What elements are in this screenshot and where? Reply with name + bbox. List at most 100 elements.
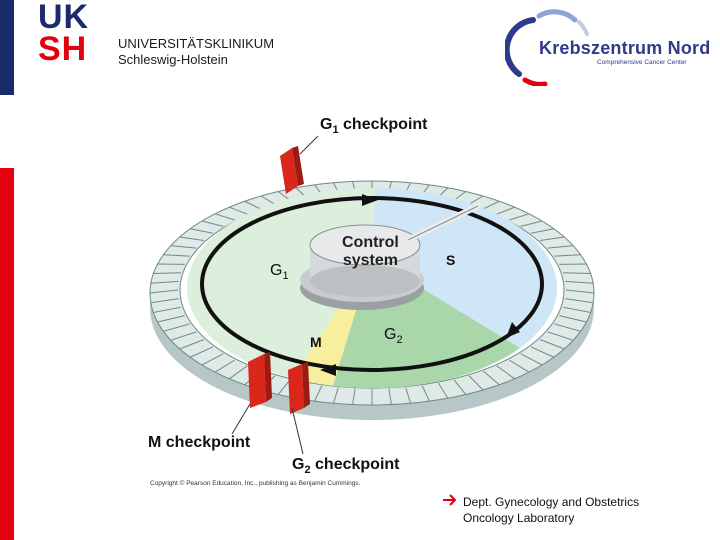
uksh-logo-sh: SH <box>38 30 88 68</box>
cell-cycle-diagram: G1 checkpoint Control system G1 S G2 M M… <box>140 108 600 493</box>
dial-tick <box>563 272 591 275</box>
dial-tick <box>229 206 248 215</box>
m-checkpoint-gate <box>248 354 266 408</box>
phase-m-label: M <box>310 334 322 350</box>
dial-tick <box>179 236 205 241</box>
kzn-subtitle: Comprehensive Cancer Center <box>597 59 687 66</box>
dial-tick <box>520 220 543 227</box>
dial-tick <box>201 353 224 366</box>
control-pointer-edge <box>407 205 479 241</box>
kzn-title: Krebszentrum Nord <box>539 38 711 58</box>
dial-tick <box>201 220 224 227</box>
dial-tick <box>482 370 500 386</box>
dial-tick <box>214 213 235 221</box>
g2-checkpoint-gate-side <box>302 362 310 408</box>
uksh-logo-uk: UK <box>38 0 90 36</box>
dial-tick <box>352 388 356 405</box>
dial-tick <box>150 280 179 284</box>
dial-tick <box>244 200 261 210</box>
arrow-right-icon <box>443 494 457 506</box>
dial-tick <box>453 379 467 395</box>
dial-tick <box>163 254 190 257</box>
phase-g2-label: G2 <box>384 326 403 347</box>
g1-checkpoint-gate <box>280 148 298 194</box>
g2-leader-line <box>291 407 304 455</box>
dial-tick <box>388 388 392 405</box>
control-system-line1: Control <box>342 234 399 251</box>
krebszentrum-nord-logo: Krebszentrum Nord Comprehensive Cancer C… <box>503 8 711 87</box>
control-top <box>309 224 421 266</box>
g1-leader-line <box>299 135 319 155</box>
g2-checkpoint-label: G2 checkpoint <box>292 456 400 476</box>
institution-line1: UNIVERSITÄTSKLINIKUM <box>118 36 275 51</box>
dial-tick <box>277 379 291 395</box>
dial-tick <box>314 385 323 402</box>
department-info: Dept. Gynecology and Obstetrics Oncology… <box>463 494 639 526</box>
m-leader-line <box>231 403 251 435</box>
dial-tick <box>190 228 214 234</box>
dial-tick <box>150 298 179 304</box>
dial-tick <box>562 306 591 313</box>
institution-line2: Schleswig-Holstein <box>118 52 228 67</box>
dial-tick <box>547 331 574 341</box>
uksh-logo: UK SH <box>38 0 98 68</box>
dial-tick <box>170 331 197 341</box>
dial-tick <box>332 387 339 404</box>
dial-tick <box>468 195 484 205</box>
dial-tick <box>153 306 182 313</box>
institution-name: UNIVERSITÄTSKLINIKUM Schleswig-Holstein <box>118 36 274 68</box>
g2-checkpoint-gate <box>288 364 304 414</box>
cycle-arrow-bottom <box>320 364 336 376</box>
dial-tick <box>496 365 515 380</box>
dial-tick <box>229 365 248 380</box>
m-checkpoint-label: M checkpoint <box>148 434 251 451</box>
dial-tick <box>554 254 581 257</box>
dial-tick <box>547 245 574 249</box>
dial-tick <box>468 375 484 391</box>
dial-tick <box>539 236 565 241</box>
dial-tick <box>277 191 291 201</box>
uksh-red-bar <box>0 168 14 540</box>
dial-tick <box>163 323 190 332</box>
dial-tick <box>179 339 205 350</box>
phase-g1-letter: G <box>270 262 283 279</box>
dial-tick <box>189 346 214 358</box>
dial-tick <box>539 339 565 350</box>
phase-g2-letter: G <box>384 326 397 343</box>
dial-tick <box>170 245 197 249</box>
control-system-line2: system <box>342 252 399 269</box>
cycle-arrow-top <box>362 194 378 206</box>
dial-tick <box>565 280 594 284</box>
g1-checkpoint-prefix: G1 <box>320 116 339 137</box>
dial-tick <box>565 289 595 294</box>
dial-tick <box>530 346 555 358</box>
dial-tick <box>520 353 543 366</box>
dial-tick <box>565 298 594 304</box>
uksh-blue-bar <box>0 0 14 95</box>
g2-checkpoint-prefix: G2 <box>292 456 311 477</box>
control-system-label: Control system <box>342 234 399 270</box>
cycle-arrow-right <box>506 322 520 338</box>
dial-ticks <box>149 181 595 405</box>
phase-g1-label: G1 <box>270 262 289 283</box>
g1-checkpoint-gate-side <box>292 146 304 186</box>
dial-tick <box>405 387 412 404</box>
dial-tick <box>157 315 185 323</box>
dial-tick <box>149 289 179 294</box>
dial-tick <box>483 200 500 210</box>
dial-tick <box>214 359 236 373</box>
dial-tick <box>509 213 530 221</box>
g2-checkpoint-text: checkpoint <box>315 456 400 473</box>
dial-tick <box>260 195 276 205</box>
dial-tick <box>508 359 530 373</box>
kzn-swoosh-icon <box>503 9 589 87</box>
dial-tick <box>437 382 449 399</box>
dept-line2: Oncology Laboratory <box>463 511 575 525</box>
dial-tick <box>554 323 581 332</box>
dept-line1: Dept. Gynecology and Obstetrics <box>463 495 640 509</box>
dial-tick <box>153 272 181 275</box>
g1-checkpoint-label: G1 checkpoint <box>320 116 428 136</box>
dial-tick <box>530 228 554 234</box>
cell-cycle-svg <box>149 135 595 455</box>
copyright-notice: Copyright © Pearson Education, Inc., pub… <box>150 480 361 487</box>
